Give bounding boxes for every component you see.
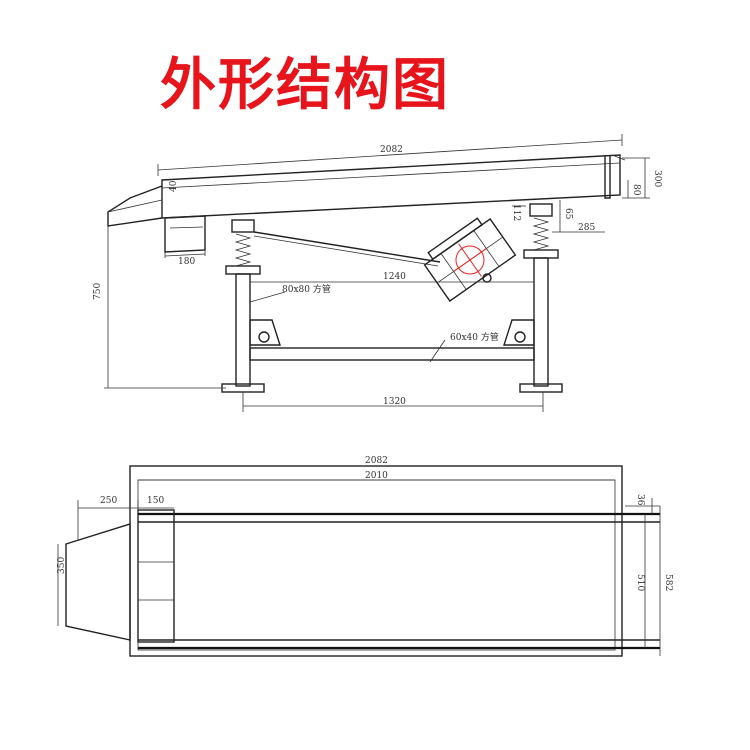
plan-view: 2082 2010 250 150 350 36 510 582 [57,456,673,657]
dim-65-label: 65 [563,208,573,220]
plan-width-510-label: 510 [635,574,645,591]
vibration-motor [423,217,517,302]
plan-overall-length-label: 2082 [365,456,388,466]
discharge-box [164,215,206,253]
span-1320-label: 1320 [383,397,406,407]
dim-40-label: 40 [169,180,179,192]
side-view: 2082 180 40 300 80 [93,134,662,412]
span-1240-label: 1240 [383,272,406,282]
lower-tube-label: 60x40 方管 [450,331,499,343]
side-height-label: 300 [652,170,662,187]
plan-inner-length-label: 2010 [365,471,388,481]
dim-285-label: 285 [578,223,595,233]
plan-dim-150-label: 150 [147,496,164,506]
dim-80-label: 80 [631,184,641,196]
left-leg [235,273,251,387]
dim-180-label: 180 [178,257,195,267]
right-leg [533,257,549,387]
page-title: 外形结构图 [160,53,450,118]
trough-body [161,154,621,219]
plan-discharge-box [137,509,175,643]
plan-outer-frame [129,465,623,657]
overall-length-dim-line [157,139,623,171]
plan-dim-36-label: 36 [635,494,645,506]
overall-length-label: 2082 [380,145,403,155]
plan-inlet-funnel [65,523,131,641]
lower-frame-tube [249,347,535,361]
dim-112-label: 112 [511,204,521,221]
height-750-label: 750 [93,283,103,300]
upper-tube-label: 80x80 方管 [282,283,331,295]
left-spring-support [221,219,265,393]
plan-dim-250-label: 250 [100,496,117,506]
plan-inlet-width-label: 350 [57,557,67,574]
plan-width-582-label: 582 [663,574,673,591]
